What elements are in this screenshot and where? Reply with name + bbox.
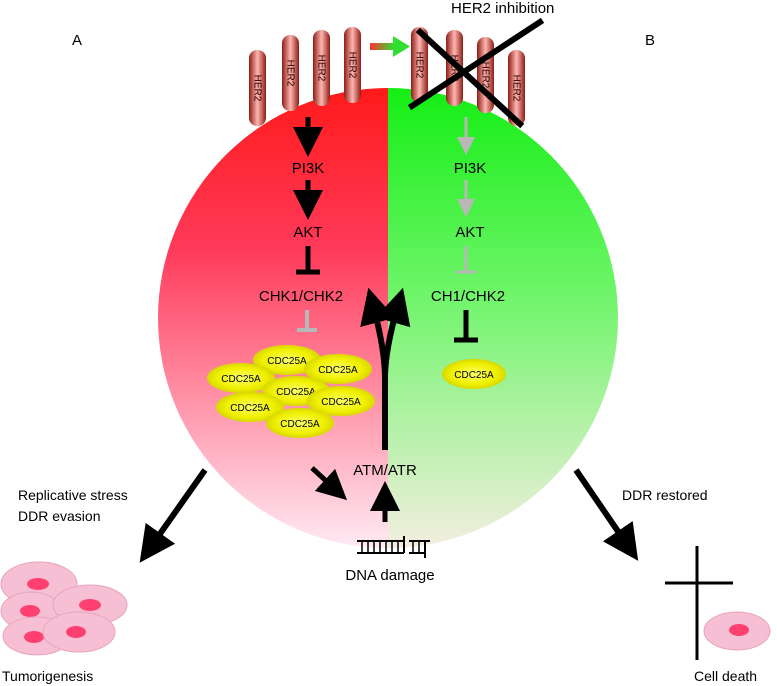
svg-text:CDC25A: CDC25A (280, 419, 320, 430)
cdc25a-cluster: CDC25A CDC25A CDC25A CDC25A CDC25A CDC25… (207, 345, 375, 438)
her2-receptor: HER2 (411, 27, 428, 103)
svg-text:HER2: HER2 (347, 52, 358, 79)
inhibition-cross-icon (407, 17, 545, 129)
ddr-restored-label: DDR restored (622, 487, 708, 503)
svg-text:HER2: HER2 (511, 75, 522, 102)
arrow-to-tumorigenesis (139, 468, 208, 563)
right-akt-label: AKT (455, 224, 484, 241)
her2-receptor: HER2 (446, 30, 463, 106)
right-her2-receptors: HER2 HER2 HER2 HER2 (411, 27, 525, 126)
panel-label-b: B (645, 32, 655, 49)
cell-death-label: Cell death (694, 668, 757, 684)
left-half-red (158, 88, 388, 548)
svg-text:CDC25A: CDC25A (318, 365, 358, 376)
svg-text:CDC25A: CDC25A (276, 387, 316, 398)
svg-text:CDC25A: CDC25A (321, 397, 361, 408)
left-akt-label: AKT (293, 224, 322, 241)
inhibit-akt-chk (296, 246, 320, 275)
tumor-cell-cluster (0, 561, 128, 656)
arrow-to-cell-death (573, 468, 639, 561)
panel-label-a: A (72, 32, 82, 49)
cdc25a-protein: CDC25A (307, 386, 375, 416)
left-pi3k-label: PI3K (292, 160, 325, 177)
inhibit-chk-cdc25a-grey (297, 310, 317, 332)
cdc25a-protein: CDC25A (216, 392, 284, 422)
her2-receptor: HER2 (344, 27, 361, 103)
cdc25a-protein: CDC25A (304, 354, 372, 384)
arrow-cdc25a-to-dna-damage (310, 466, 348, 501)
her2-receptor: HER2 (249, 50, 266, 126)
atm-atr-branch-arrows (360, 287, 411, 450)
cross-icon (665, 546, 733, 660)
cdc25a-protein: CDC25A (253, 345, 321, 375)
cdc25a-protein: CDC25A (207, 363, 275, 393)
inhibit-akt-chk-inactive (456, 246, 476, 274)
svg-text:HER2: HER2 (449, 55, 460, 82)
replicative-stress-label: Replicative stress (18, 487, 128, 503)
svg-text:CDC25A: CDC25A (454, 370, 494, 381)
atm-atr-label: ATM/ATR (353, 462, 417, 479)
svg-text:HER2: HER2 (316, 55, 327, 82)
svg-text:HER2: HER2 (252, 75, 263, 102)
her2-inhibition-label: HER2 inhibition (451, 0, 554, 17)
inhibit-chk-cdc25a (454, 310, 478, 343)
left-her2-receptors: HER2 HER2 HER2 HER2 (249, 27, 361, 126)
left-chk-label: CHK1/CHK2 (259, 288, 343, 305)
dna-damage-label: DNA damage (345, 567, 434, 584)
svg-text:CDC25A: CDC25A (230, 403, 270, 414)
tumor-cell (42, 611, 116, 653)
right-chk-label: CH1/CHK2 (431, 288, 505, 305)
svg-text:HER2: HER2 (414, 52, 425, 79)
svg-text:HER2: HER2 (285, 60, 296, 87)
her2-receptor: HER2 (313, 30, 330, 106)
her2-receptor: HER2 (282, 35, 299, 111)
svg-text:CDC25A: CDC25A (221, 374, 261, 385)
right-half-green (388, 88, 618, 548)
svg-text:CDC25A: CDC25A (267, 356, 307, 367)
her2-receptor: HER2 (508, 50, 525, 126)
svg-text:HER2: HER2 (480, 62, 491, 89)
right-pi3k-label: PI3K (454, 160, 487, 177)
inhibition-transition-arrow (370, 36, 410, 57)
ddr-evasion-label: DDR evasion (18, 508, 100, 524)
tumorigenesis-label: Tumorigenesis (2, 668, 93, 684)
cdc25a-protein: CDC25A (266, 408, 334, 438)
cdc25a-protein-right: CDC25A (442, 359, 506, 389)
dying-cell (703, 611, 771, 651)
dna-damage-icon (357, 536, 430, 558)
